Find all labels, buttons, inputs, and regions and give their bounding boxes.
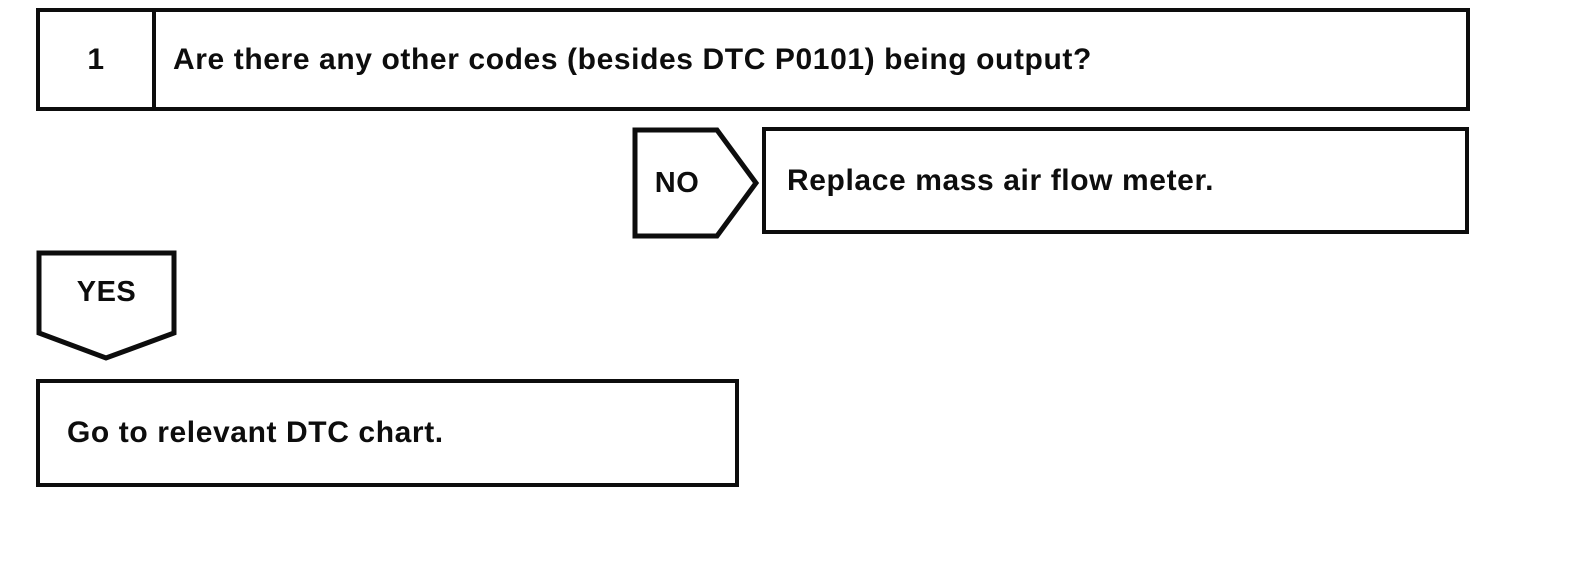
replace-action-box: Replace mass air flow meter. <box>762 127 1469 234</box>
goto-action-box: Go to relevant DTC chart. <box>36 379 739 487</box>
step-question-box: 1 Are there any other codes (besides DTC… <box>36 8 1470 111</box>
no-branch-tag: NO <box>632 126 760 240</box>
goto-action-text: Go to relevant DTC chart. <box>67 416 444 449</box>
no-branch-label: NO <box>654 166 700 199</box>
yes-branch-tag: YES <box>35 250 178 362</box>
yes-pentagon-icon <box>36 250 177 361</box>
step-number-cell: 1 <box>40 12 156 107</box>
step-number: 1 <box>87 42 105 76</box>
step-question-text: Are there any other codes (besides DTC P… <box>173 42 1092 76</box>
yes-branch-label: YES <box>76 275 137 308</box>
no-pentagon-icon <box>632 127 760 239</box>
replace-action-text: Replace mass air flow meter. <box>787 163 1214 197</box>
